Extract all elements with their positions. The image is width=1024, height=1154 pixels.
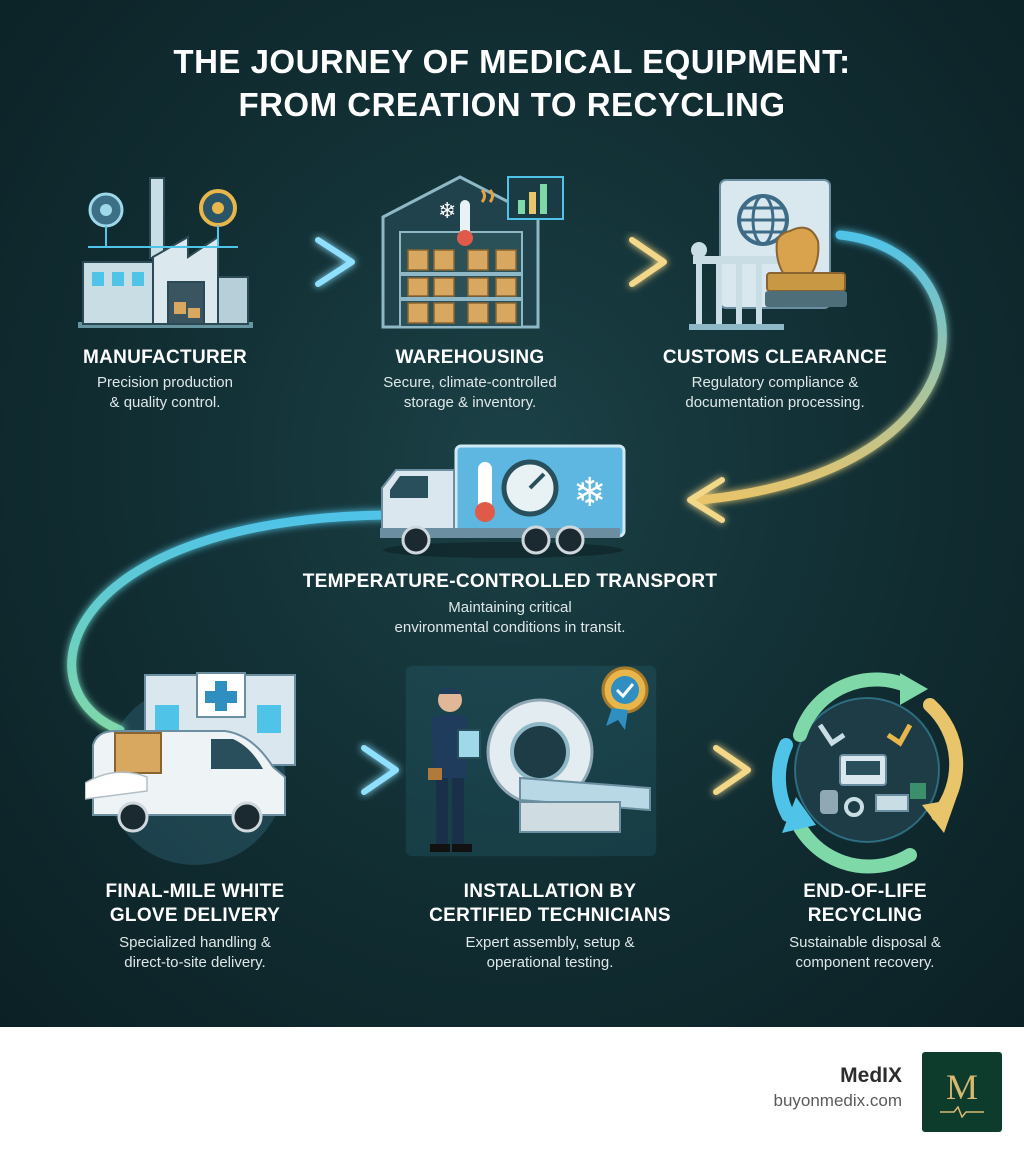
stage-recycling-desc: Sustainable disposal & component recover… xyxy=(730,933,1000,973)
stage-customs-desc-line-2: documentation processing. xyxy=(685,394,865,411)
warehouse-icon: ❄ xyxy=(381,175,564,329)
stage-warehousing-desc: Secure, climate-controlled storage & inv… xyxy=(340,373,600,413)
stage-manufacturer-desc: Precision production & quality control. xyxy=(40,373,290,413)
stage-customs-title: CUSTOMS CLEARANCE xyxy=(662,347,888,368)
stage-delivery-title-line-2: GLOVE DELIVERY xyxy=(109,905,281,926)
flow-arrow-2 xyxy=(581,237,667,287)
stage-manufacturer-desc-line-1: Precision production xyxy=(97,374,233,391)
flow-arrow-6 xyxy=(661,745,751,795)
footer: MedIX buyonmedix.com M xyxy=(0,1027,1024,1154)
flow-curve-left xyxy=(67,510,390,735)
stage-installation-title-line-1: INSTALLATION BY xyxy=(463,881,637,902)
stage-transport-desc: Maintaining critical environmental condi… xyxy=(270,598,750,638)
flow-arrow-5 xyxy=(296,745,399,795)
svg-text:❄: ❄ xyxy=(438,199,456,224)
logo-letter: M xyxy=(945,1067,978,1107)
stage-warehousing-desc-line-2: storage & inventory. xyxy=(403,394,537,411)
heartbeat-icon xyxy=(940,1106,984,1118)
stage-transport-desc-line-1: Maintaining critical xyxy=(448,599,572,616)
factory-icon xyxy=(78,177,253,328)
stage-delivery-title: FINAL-MILE WHITE GLOVE DELIVERY xyxy=(60,880,330,928)
stage-transport-desc-line-2: environmental conditions in transit. xyxy=(394,619,626,636)
brand-logo: M xyxy=(922,1052,1002,1132)
technician-scanner-icon xyxy=(405,665,657,857)
stage-warehousing-title: WAREHOUSING xyxy=(395,347,545,368)
stage-transport-title: TEMPERATURE-CONTROLLED TRANSPORT xyxy=(302,571,718,592)
stage-delivery-title-line-1: FINAL-MILE WHITE xyxy=(105,881,285,902)
stage-recycling-desc-line-2: component recovery. xyxy=(795,954,935,971)
stage-manufacturer-title: MANUFACTURER xyxy=(82,347,248,368)
stage-installation-desc-line-2: operational testing. xyxy=(486,954,614,971)
stage-delivery-desc-line-2: direct-to-site delivery. xyxy=(124,954,266,971)
page-title: THE JOURNEY OF MEDICAL EQUIPMENT: FROM C… xyxy=(0,40,1024,126)
title-line-1: THE JOURNEY OF MEDICAL EQUIPMENT: xyxy=(173,43,851,80)
stage-customs-desc: Regulatory compliance & documentation pr… xyxy=(630,373,920,413)
delivery-van-icon xyxy=(85,672,296,865)
stage-recycling-title-line-2: RECYCLING xyxy=(807,905,923,926)
infographic-poster: THE JOURNEY OF MEDICAL EQUIPMENT: FROM C… xyxy=(0,0,1024,1027)
stage-installation-title: INSTALLATION BY CERTIFIED TECHNICIANS xyxy=(400,880,700,928)
stage-recycling-title-line-1: END-OF-LIFE xyxy=(803,881,927,902)
stage-installation-desc: Expert assembly, setup & operational tes… xyxy=(400,933,700,973)
stage-customs-desc-line-1: Regulatory compliance & xyxy=(691,374,859,391)
flow-curve-right xyxy=(687,230,947,523)
stage-delivery-desc: Specialized handling & direct-to-site de… xyxy=(60,933,330,973)
svg-text:❄: ❄ xyxy=(573,470,607,516)
stage-recycling-title: END-OF-LIFE RECYCLING xyxy=(730,880,1000,928)
stage-installation-desc-line-1: Expert assembly, setup & xyxy=(465,934,635,951)
brand-name: MedIX xyxy=(840,1064,902,1087)
recycling-cycle-icon xyxy=(771,672,964,874)
stage-recycling-desc-line-1: Sustainable disposal & xyxy=(789,934,941,951)
title-line-2: FROM CREATION TO RECYCLING xyxy=(238,86,786,123)
stage-manufacturer-desc-line-2: & quality control. xyxy=(109,394,221,411)
stage-delivery-desc-line-1: Specialized handling & xyxy=(119,934,271,951)
stage-warehousing-desc-line-1: Secure, climate-controlled xyxy=(383,374,557,391)
customs-stamp-icon xyxy=(689,179,847,330)
brand-url[interactable]: buyonmedix.com xyxy=(773,1091,902,1110)
stage-installation-title-line-2: CERTIFIED TECHNICIANS xyxy=(429,905,671,926)
flow-arrow-1 xyxy=(266,237,355,287)
flow-path xyxy=(67,230,947,795)
refrigerated-truck-icon: ❄ xyxy=(380,444,626,558)
